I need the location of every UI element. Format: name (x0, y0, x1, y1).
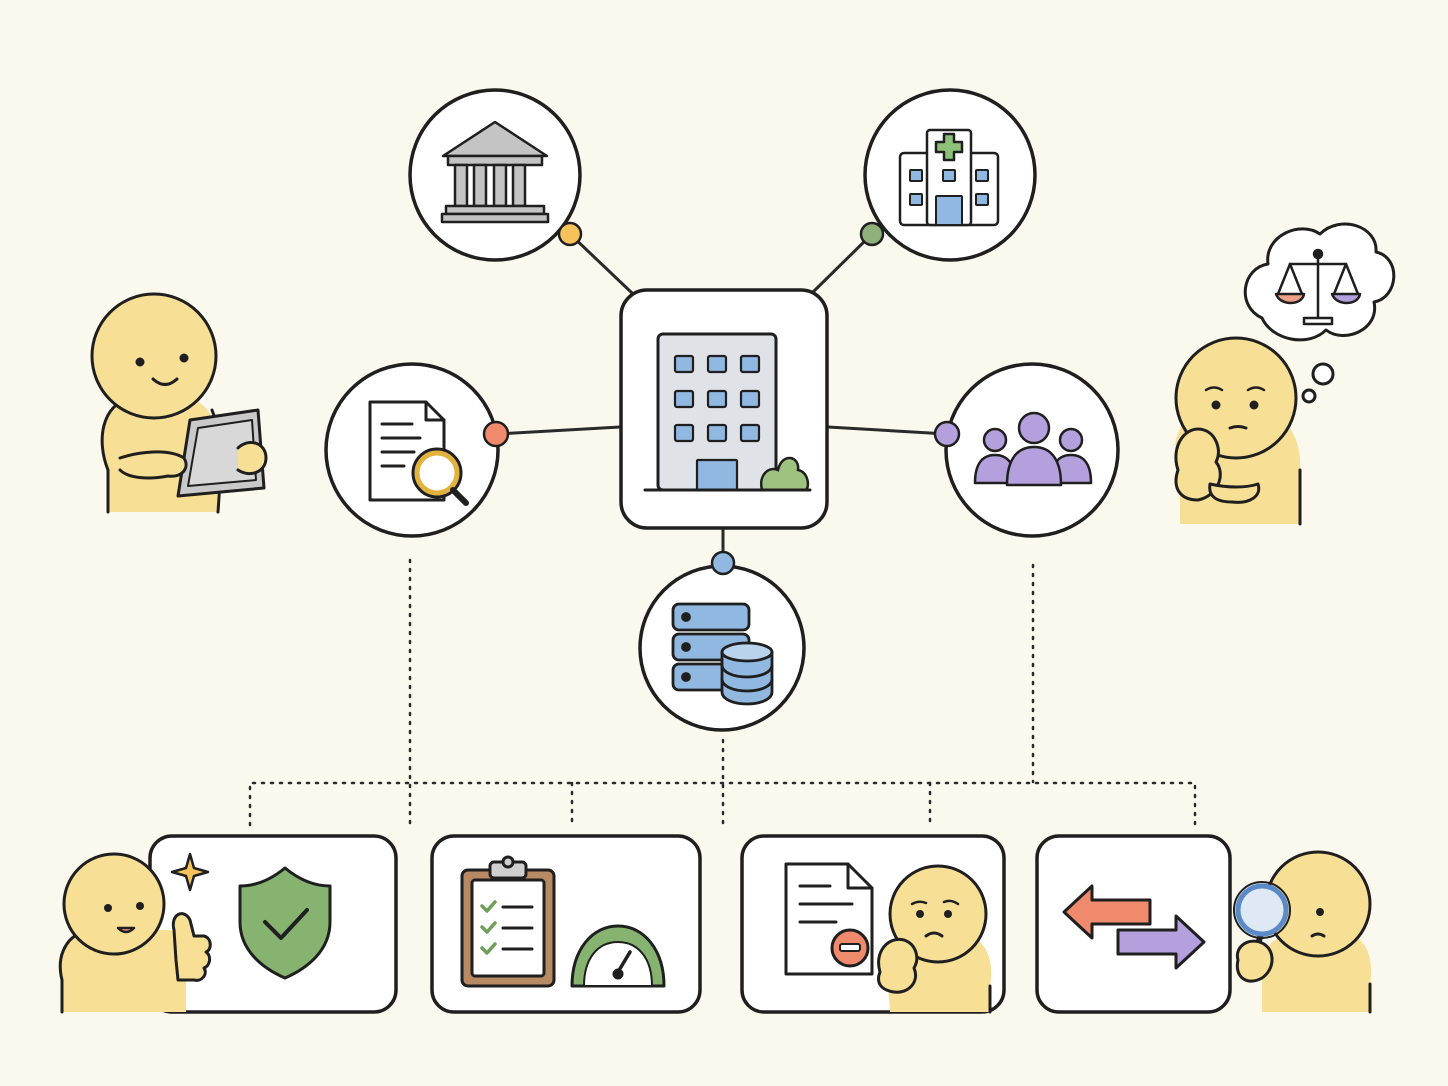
scales-of-justice-icon (1274, 248, 1362, 326)
office-building-icon (643, 332, 812, 492)
connector-dot-government (557, 221, 583, 247)
character-tablet-user (90, 292, 268, 514)
hub-office-building[interactable] (619, 288, 829, 530)
dotted-connectors (248, 558, 1197, 827)
tablet-icon (176, 408, 266, 498)
connector-dot-community (933, 420, 961, 448)
database-server-icon (671, 602, 774, 706)
connector-dot-hospital (859, 221, 885, 247)
character-inspector (1233, 850, 1372, 1014)
government-building-icon (440, 120, 550, 224)
outcome-document-rejected[interactable] (740, 834, 1006, 1014)
people-group-icon (973, 411, 1093, 487)
sparkle-icon (170, 852, 210, 892)
character-thumbs-up (58, 852, 212, 1014)
character-pondering-ethics (1174, 222, 1396, 526)
outcome-security-approved[interactable] (58, 834, 398, 1014)
document-minus-icon (784, 862, 874, 976)
document-search-icon (368, 400, 469, 506)
clipboard-gauge-icon (460, 855, 666, 988)
node-government[interactable] (408, 88, 583, 262)
character-worried-reader (877, 864, 992, 1014)
connector-dot-data (710, 550, 736, 576)
shield-check-icon (238, 866, 332, 980)
exchange-arrows-icon (1062, 884, 1206, 970)
hospital-icon (898, 128, 1000, 227)
node-community[interactable] (933, 362, 1120, 538)
outcome-data-exchange[interactable] (1035, 834, 1372, 1014)
node-hospital[interactable] (859, 88, 1037, 262)
node-data-storage[interactable] (638, 550, 806, 732)
outcome-checklist-performance[interactable] (430, 834, 702, 1014)
node-document-review[interactable] (324, 362, 510, 538)
connector-dot-document (482, 420, 510, 448)
hub-connectors (495, 232, 949, 565)
thought-bubble (1243, 222, 1396, 404)
